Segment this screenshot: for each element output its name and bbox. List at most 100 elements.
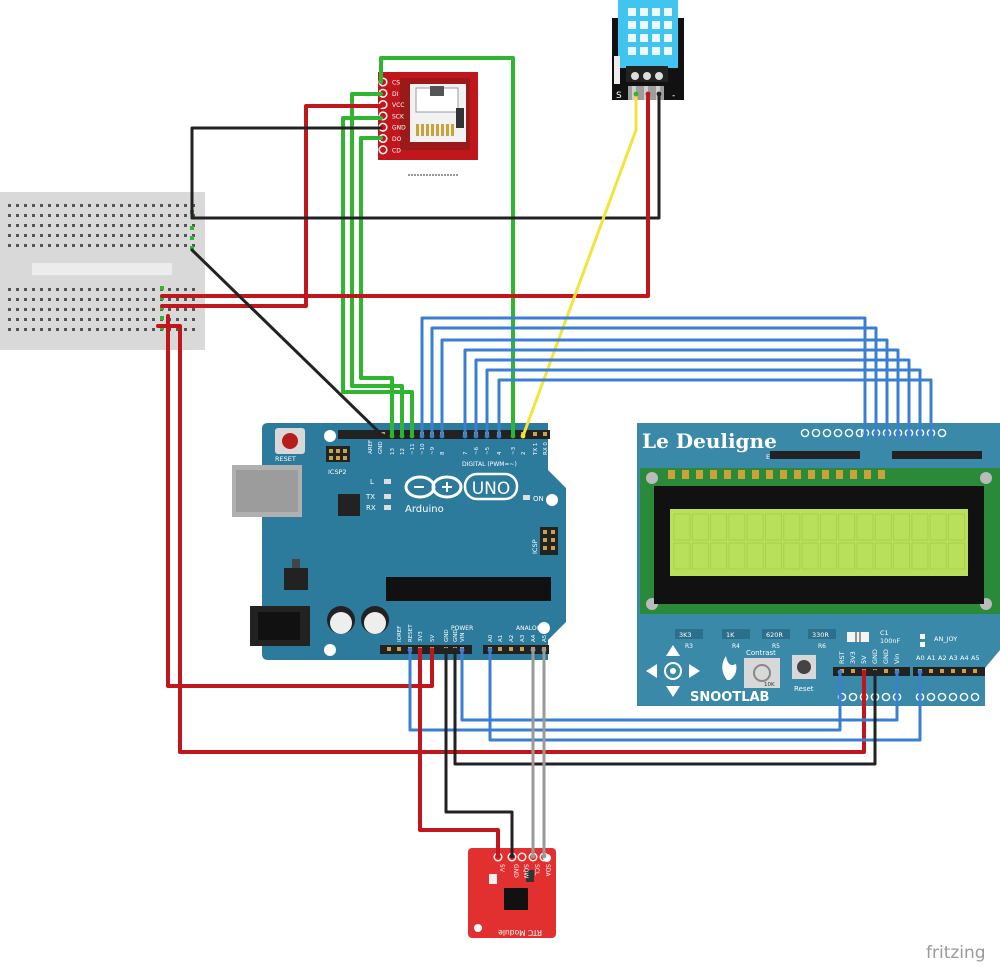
- breadboard-hole: [72, 224, 75, 227]
- breadboard-hole: [128, 234, 131, 237]
- breadboard-hole: [192, 288, 195, 291]
- breadboard-hole: [24, 224, 27, 227]
- analog-label: ANALOG IN: [516, 625, 549, 632]
- breadboard-hole: [80, 308, 83, 311]
- wire-endpoint: [452, 647, 458, 653]
- wire-blue-6: [485, 368, 922, 438]
- dht-grille-cell: [652, 21, 660, 29]
- breadboard-used-hole: [190, 246, 194, 250]
- breadboard-hole: [96, 318, 99, 321]
- shield-power-pin-label: 3V3: [849, 651, 857, 664]
- breadboard-hole: [56, 288, 59, 291]
- wire-black-shield-gnd: [453, 648, 877, 766]
- sd-contact: [441, 124, 444, 136]
- breadboard-hole: [120, 298, 123, 301]
- wire-endpoint: [399, 433, 405, 439]
- breadboard-hole: [152, 224, 155, 227]
- wire-blue-3: [440, 338, 889, 438]
- breadboard-hole: [16, 318, 19, 321]
- icsp-label: ICSP: [531, 539, 539, 554]
- digital-pin-label: ~6: [474, 446, 480, 455]
- wire-black-rtc-gnd: [444, 648, 514, 858]
- an-joy-label: AN_JOY: [934, 635, 957, 643]
- breadboard-hole: [168, 244, 171, 247]
- dht-grille-cell: [628, 8, 636, 16]
- shield-title: Le Deuligne: [642, 429, 777, 453]
- breadboard-hole: [160, 224, 163, 227]
- lcd-char-cell: [783, 513, 801, 541]
- breadboard-hole: [120, 214, 123, 217]
- breadboard-hole: [96, 298, 99, 301]
- breadboard-hole: [144, 318, 147, 321]
- wire-endpoint: [917, 433, 923, 439]
- lcd-char-cell: [801, 513, 819, 541]
- breadboard-hole: [176, 224, 179, 227]
- breadboard-hole: [152, 234, 155, 237]
- sd-pin-label: DI: [392, 91, 399, 98]
- snootlab-logo: SNOOTLAB: [690, 690, 769, 705]
- lcd-pin: [682, 470, 689, 479]
- breadboard-hole: [96, 288, 99, 291]
- breadboard-hole: [96, 214, 99, 217]
- breadboard-hole: [128, 298, 131, 301]
- breadboard-hole: [168, 204, 171, 207]
- breadboard-hole: [144, 234, 147, 237]
- breadboard-hole: [144, 224, 147, 227]
- breadboard-hole: [184, 318, 187, 321]
- breadboard-hole: [136, 234, 139, 237]
- breadboard-hole: [144, 288, 147, 291]
- breadboard-hole: [88, 288, 91, 291]
- sd-contact: [421, 124, 424, 136]
- lcd-char-cell: [783, 542, 801, 570]
- shield-power-pin-label: GND: [871, 649, 879, 664]
- breadboard-hole: [80, 298, 83, 301]
- wire-blue-rst: [408, 648, 842, 732]
- breadboard-hole: [88, 234, 91, 237]
- breadboard-hole: [120, 328, 123, 331]
- cap-label: C1: [880, 629, 889, 637]
- wire-endpoint: [917, 669, 923, 675]
- breadboard-hole: [16, 224, 19, 227]
- wire-endpoint: [462, 433, 468, 439]
- lcd-pin: [696, 470, 703, 479]
- lcd-char-cell: [838, 542, 856, 570]
- breadboard-hole: [176, 308, 179, 311]
- breadboard-hole: [152, 204, 155, 207]
- breadboard-hole: [176, 328, 179, 331]
- wire-green-di: [350, 92, 404, 438]
- lcd-char-cell: [820, 542, 837, 570]
- breadboard-hole: [128, 288, 131, 291]
- breadboard-hole: [192, 224, 195, 227]
- arduino-logo-icon: [404, 475, 463, 499]
- sd-contact: [426, 124, 429, 136]
- breadboard-hole: [192, 244, 195, 247]
- shield-bottom-ring: [881, 692, 891, 702]
- breadboard-hole: [48, 204, 51, 207]
- cap-value: 100nF: [880, 637, 901, 645]
- breadboard-hole: [48, 244, 51, 247]
- breadboard-hole: [136, 298, 139, 301]
- power-pin-hole: [397, 647, 401, 651]
- breadboard-hole: [136, 318, 139, 321]
- breadboard-hole: [40, 234, 43, 237]
- sd-pin-label: DO: [392, 136, 402, 143]
- analog-pin-label: A2: [509, 635, 515, 642]
- power-pin-label: 5V: [430, 635, 436, 642]
- shield-top-ring: [811, 428, 821, 438]
- breadboard-hole: [48, 328, 51, 331]
- breadboard-hole: [64, 308, 67, 311]
- breadboard-hole: [112, 308, 115, 311]
- dht-grille-cell: [664, 8, 672, 16]
- digital-pin-label: ~9: [430, 446, 436, 455]
- wire-endpoint: [417, 647, 423, 653]
- breadboard-hole: [152, 288, 155, 291]
- breadboard-hole: [48, 234, 51, 237]
- lcd-char-cell: [893, 542, 910, 570]
- analog-header: [483, 645, 549, 654]
- breadboard-hole: [144, 308, 147, 311]
- dht-label-s: S: [616, 91, 622, 101]
- shield-bottom-pin: [973, 669, 977, 673]
- breadboard-hole: [96, 244, 99, 247]
- dht-grille-cell: [628, 21, 636, 29]
